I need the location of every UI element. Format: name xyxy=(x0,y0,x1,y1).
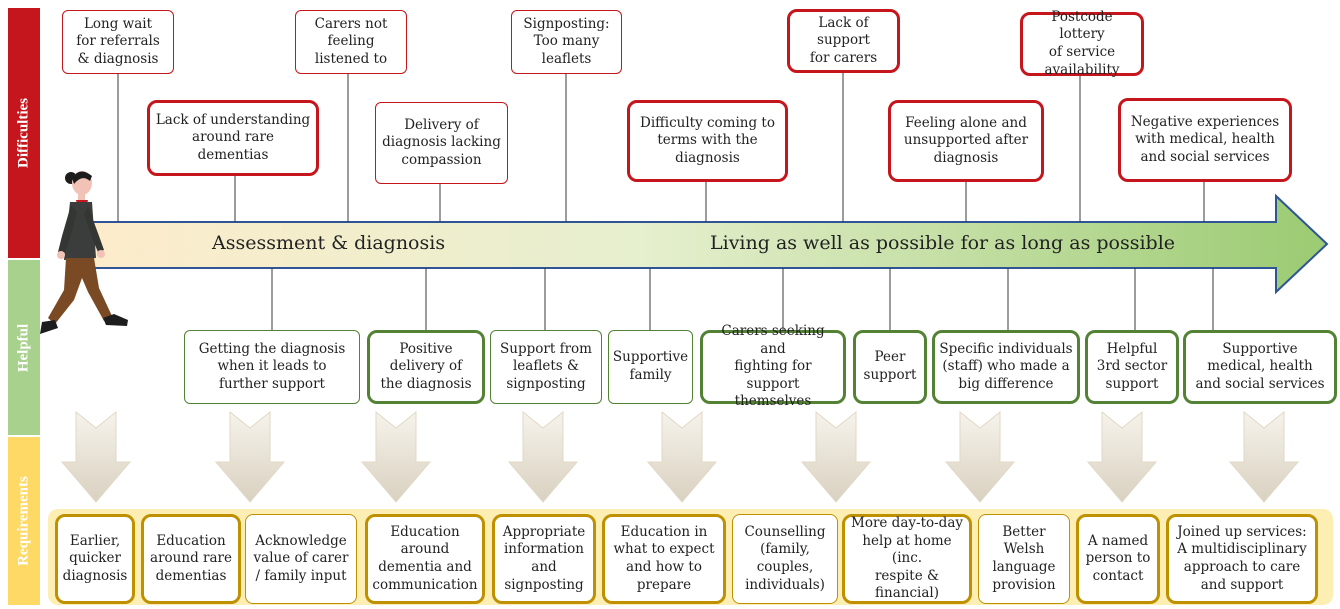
helpful-band: Helpful xyxy=(8,260,40,435)
difficulty-text: Signposting: Too many leaflets xyxy=(523,15,610,67)
timeline-arrow xyxy=(77,193,1329,295)
requirement-box: Education around dementia and communicat… xyxy=(365,514,485,604)
helpful-text: Getting the diagnosis when it leads to f… xyxy=(198,340,346,392)
requirement-box: Education in what to expect and how to p… xyxy=(602,514,726,604)
requirement-text: A named person to contact xyxy=(1085,532,1151,584)
requirement-text: Counselling (family, couples, individual… xyxy=(744,523,826,593)
requirement-box: Acknowledge value of carer / family inpu… xyxy=(245,514,357,604)
down-arrow xyxy=(1086,410,1158,503)
helpful-text: Helpful 3rd sector support xyxy=(1096,340,1168,392)
difficulty-text: Negative experiences with medical, healt… xyxy=(1130,113,1280,165)
helpful-box: Support from leaflets & signposting xyxy=(490,330,602,404)
requirement-text: Appropriate information and signposting xyxy=(502,523,586,593)
requirement-text: Joined up services: A multidisciplinary … xyxy=(1177,523,1307,593)
down-arrow xyxy=(800,410,872,503)
difficulty-text: Lack of understanding around rare dement… xyxy=(155,111,311,163)
helpful-text: Support from leaflets & signposting xyxy=(500,340,592,392)
requirement-box: Appropriate information and signposting xyxy=(492,514,596,604)
helpful-box: Carers seeking and fighting for support … xyxy=(700,323,846,409)
helpful-box: Getting the diagnosis when it leads to f… xyxy=(184,330,360,404)
requirement-text: Better Welsh language provision xyxy=(992,523,1056,593)
requirement-text: More day-to-day help at home (inc. respi… xyxy=(851,515,963,602)
walking-person-icon xyxy=(40,171,128,334)
requirement-box: Education around rare dementias xyxy=(141,514,241,604)
requirement-box: More day-to-day help at home (inc. respi… xyxy=(842,514,972,604)
down-arrow xyxy=(507,410,579,503)
helpful-box: Supportive family xyxy=(608,330,693,404)
down-arrow xyxy=(1228,410,1300,503)
stage-assessment-diagnosis: Assessment & diagnosis xyxy=(212,232,446,254)
difficulty-box: Carers not feeling listened to xyxy=(295,10,407,74)
difficulty-box: Lack of understanding around rare dement… xyxy=(147,100,319,176)
requirement-box: A named person to contact xyxy=(1076,514,1160,604)
helpful-text: Positive delivery of the diagnosis xyxy=(380,340,472,392)
difficulty-text: Delivery of diagnosis lacking compassion xyxy=(382,116,501,168)
requirement-text: Education in what to expect and how to p… xyxy=(613,523,715,593)
requirement-box: Counselling (family, couples, individual… xyxy=(732,514,838,604)
helpful-text: Specific individuals (staff) who made a … xyxy=(939,340,1073,392)
difficulty-text: Difficulty coming to terms with the diag… xyxy=(640,114,775,166)
requirements-band: Requirements xyxy=(8,437,40,605)
difficulty-box: Lack of support for carers xyxy=(787,9,900,73)
requirement-box: Earlier, quicker diagnosis xyxy=(55,514,135,604)
down-arrow xyxy=(646,410,718,503)
difficulty-box: Negative experiences with medical, healt… xyxy=(1118,98,1292,182)
requirement-box: Better Welsh language provision xyxy=(978,514,1070,604)
difficulties-band: Difficulties xyxy=(8,8,40,258)
helpful-text: Supportive family xyxy=(612,349,689,383)
helpful-box: Helpful 3rd sector support xyxy=(1085,330,1179,404)
down-arrow xyxy=(214,410,286,503)
helpful-text: Supportive medical, health and social se… xyxy=(1195,340,1325,392)
difficulty-text: Feeling alone and unsupported after diag… xyxy=(903,114,1029,166)
difficulty-box: Long wait for referrals & diagnosis xyxy=(62,10,174,74)
helpful-text: Peer support xyxy=(863,349,917,383)
down-arrow xyxy=(360,410,432,503)
down-arrow xyxy=(60,410,132,503)
requirement-text: Education around rare dementias xyxy=(150,532,232,584)
helpful-box: Positive delivery of the diagnosis xyxy=(367,330,485,404)
difficulty-text: Long wait for referrals & diagnosis xyxy=(76,15,160,67)
difficulty-box: Delivery of diagnosis lacking compassion xyxy=(375,102,508,184)
difficulty-box: Postcode lottery of service availability xyxy=(1020,8,1144,78)
difficulty-box: Difficulty coming to terms with the diag… xyxy=(627,100,788,182)
helpful-box: Supportive medical, health and social se… xyxy=(1183,330,1337,404)
difficulty-text: Lack of support for carers xyxy=(809,14,878,66)
requirement-text: Education around dementia and communicat… xyxy=(372,523,478,593)
down-arrow xyxy=(944,410,1016,503)
difficulty-text: Postcode lottery of service availability xyxy=(1044,8,1120,78)
helpful-text: Carers seeking and fighting for support … xyxy=(721,323,825,410)
requirement-text: Acknowledge value of carer / family inpu… xyxy=(253,532,349,584)
requirement-box: Joined up services: A multidisciplinary … xyxy=(1166,514,1318,604)
difficulty-box: Feeling alone and unsupported after diag… xyxy=(888,100,1044,182)
helpful-box: Specific individuals (staff) who made a … xyxy=(932,330,1080,404)
helpful-box: Peer support xyxy=(853,330,927,404)
stage-living-well: Living as well as possible for as long a… xyxy=(710,232,1176,254)
difficulty-text: Carers not feeling listened to xyxy=(314,15,388,67)
difficulty-box: Signposting: Too many leaflets xyxy=(511,10,622,74)
requirement-text: Earlier, quicker diagnosis xyxy=(62,532,128,584)
